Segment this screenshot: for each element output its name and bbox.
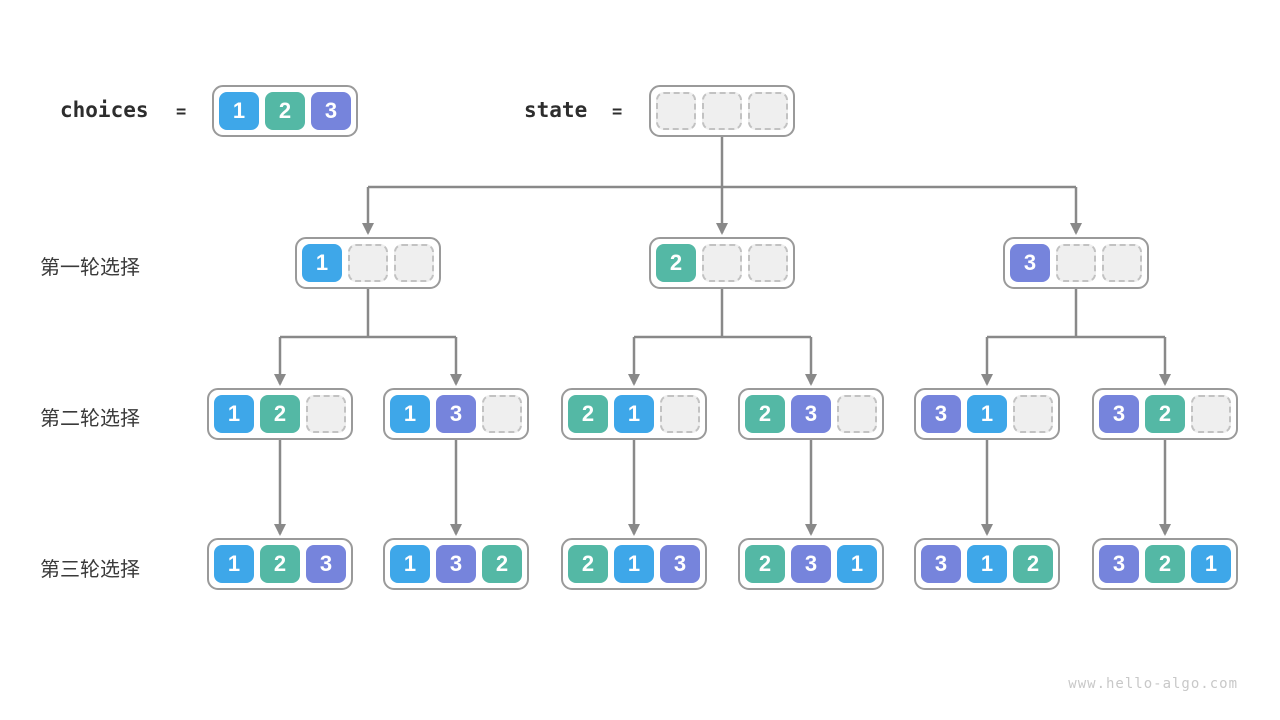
- value-cell: 3: [1099, 545, 1139, 583]
- value-cell: 2: [1145, 395, 1185, 433]
- value-cell: 2: [656, 244, 696, 282]
- value-cell: 2: [1013, 545, 1053, 583]
- state-array-root: [649, 85, 795, 137]
- equals-sign: =: [612, 102, 623, 122]
- value-cell: 2: [745, 545, 785, 583]
- value-cell: 3: [791, 545, 831, 583]
- value-cell: 2: [260, 545, 300, 583]
- value-cell: 1: [390, 395, 430, 433]
- value-cell: 2: [265, 92, 305, 130]
- empty-slot: [1102, 244, 1142, 282]
- value-cell: 1: [302, 244, 342, 282]
- value-cell: 1: [967, 545, 1007, 583]
- value-cell: 1: [219, 92, 259, 130]
- value-cell: 3: [436, 395, 476, 433]
- value-cell: 3: [791, 395, 831, 433]
- value-cell: 2: [260, 395, 300, 433]
- empty-slot: [482, 395, 522, 433]
- value-cell: 3: [311, 92, 351, 130]
- empty-slot: [306, 395, 346, 433]
- value-cell: 2: [568, 395, 608, 433]
- state-node-3: 3: [1003, 237, 1149, 289]
- value-cell: 1: [837, 545, 877, 583]
- empty-slot: [660, 395, 700, 433]
- value-cell: 3: [1010, 244, 1050, 282]
- value-cell: 1: [967, 395, 1007, 433]
- round-2-label: 第二轮选择: [40, 408, 140, 430]
- choices-label: choices: [60, 98, 149, 122]
- value-cell: 3: [921, 545, 961, 583]
- value-cell: 1: [390, 545, 430, 583]
- state-node-2: 2: [649, 237, 795, 289]
- watermark: www.hello-algo.com: [1068, 676, 1238, 692]
- value-cell: 2: [745, 395, 785, 433]
- value-cell: 1: [214, 395, 254, 433]
- value-cell: 2: [1145, 545, 1185, 583]
- value-cell: 3: [1099, 395, 1139, 433]
- round-3-label: 第三轮选择: [40, 559, 140, 581]
- value-cell: 3: [436, 545, 476, 583]
- value-cell: 1: [214, 545, 254, 583]
- equals-sign: =: [176, 102, 187, 122]
- empty-slot: [702, 92, 742, 130]
- value-cell: 1: [614, 395, 654, 433]
- empty-slot: [748, 92, 788, 130]
- empty-slot: [1013, 395, 1053, 433]
- value-cell: 3: [660, 545, 700, 583]
- empty-slot: [748, 244, 788, 282]
- value-cell: 1: [614, 545, 654, 583]
- empty-slot: [702, 244, 742, 282]
- value-cell: 3: [306, 545, 346, 583]
- round-1-label: 第一轮选择: [40, 257, 140, 279]
- empty-slot: [348, 244, 388, 282]
- value-cell: 2: [482, 545, 522, 583]
- empty-slot: [1191, 395, 1231, 433]
- value-cell: 1: [1191, 545, 1231, 583]
- state-label: state: [524, 98, 588, 122]
- empty-slot: [656, 92, 696, 130]
- value-cell: 3: [921, 395, 961, 433]
- empty-slot: [1056, 244, 1096, 282]
- state-node-1: 1: [295, 237, 441, 289]
- empty-slot: [394, 244, 434, 282]
- value-cell: 2: [568, 545, 608, 583]
- empty-slot: [837, 395, 877, 433]
